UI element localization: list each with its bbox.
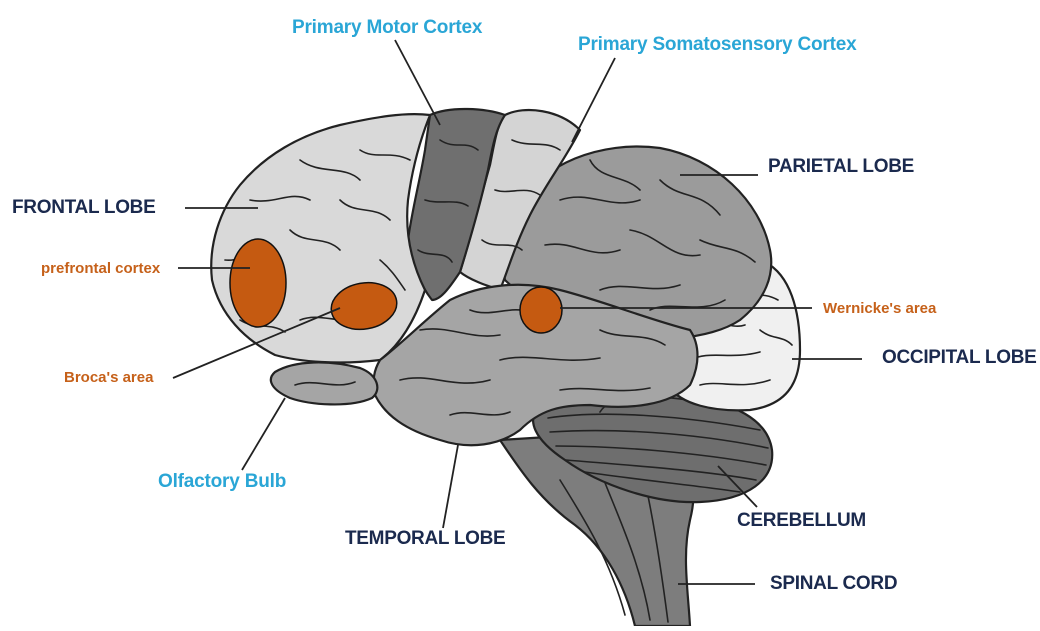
label-prefrontal-cortex: prefrontal cortex <box>41 261 160 276</box>
prefrontal-cortex-area <box>230 239 286 327</box>
label-primary-motor-cortex: Primary Motor Cortex <box>292 18 482 37</box>
leader-temporal-lobe <box>443 445 458 528</box>
label-olfactory-bulb: Olfactory Bulb <box>158 472 286 491</box>
label-cerebellum: CEREBELLUM <box>737 511 866 530</box>
wernickes-area <box>520 287 562 333</box>
label-parietal-lobe: PARIETAL LOBE <box>768 157 914 176</box>
leader-primary-somatosensory-cortex <box>572 58 615 142</box>
label-wernickes-area: Wernicke's area <box>823 301 936 316</box>
label-temporal-lobe: TEMPORAL LOBE <box>345 529 505 548</box>
frontal-lobe <box>211 114 430 362</box>
label-occipital-lobe: OCCIPITAL LOBE <box>882 348 1037 367</box>
leader-olfactory-bulb <box>242 398 285 470</box>
label-primary-somatosensory-cortex: Primary Somatosensory Cortex <box>578 35 856 54</box>
label-spinal-cord: SPINAL CORD <box>770 574 897 593</box>
label-frontal-lobe: FRONTAL LOBE <box>12 198 155 217</box>
label-brocas-area: Broca's area <box>64 370 153 385</box>
leader-primary-motor-cortex <box>395 40 440 125</box>
